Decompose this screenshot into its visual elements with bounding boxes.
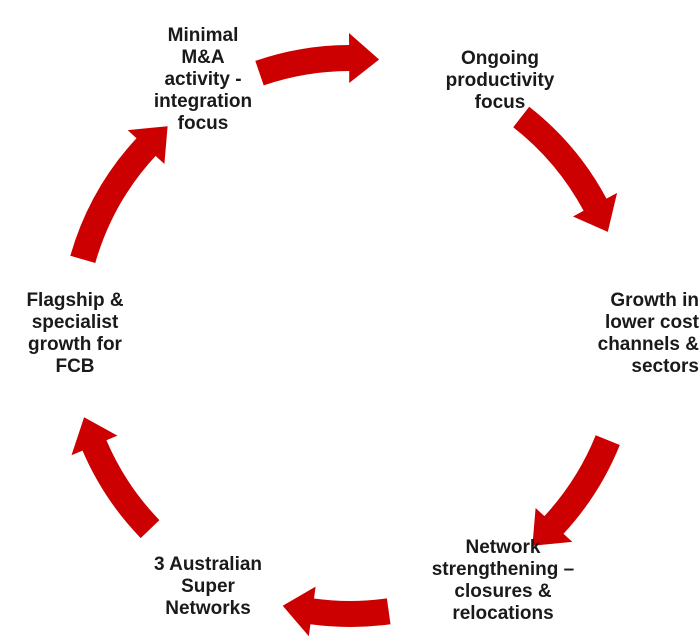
arrows-group	[70, 33, 620, 637]
arrow-super-to-flagship	[71, 417, 160, 539]
node-australian-super-networks: 3 Australian Super Networks	[153, 554, 263, 619]
node-network-strengthening: Network strengthening – closures & reloc…	[431, 537, 575, 624]
arrow-growth-to-network	[532, 435, 620, 546]
arrow-minimal-to-productivity	[255, 33, 380, 86]
arrow-network-to-super	[282, 586, 391, 637]
node-ongoing-productivity: Ongoing productivity focus	[445, 48, 555, 113]
arrow-flagship-to-minimal	[70, 126, 168, 263]
arrow-productivity-to-growth	[513, 106, 618, 232]
node-growth-lower-cost: Growth in lower cost channels & sectors	[597, 290, 699, 377]
node-flagship-specialist-growth: Flagship & specialist growth for FCB	[26, 290, 124, 377]
node-minimal-ma-activity: Minimal M&A activity - integration focus	[153, 25, 253, 134]
